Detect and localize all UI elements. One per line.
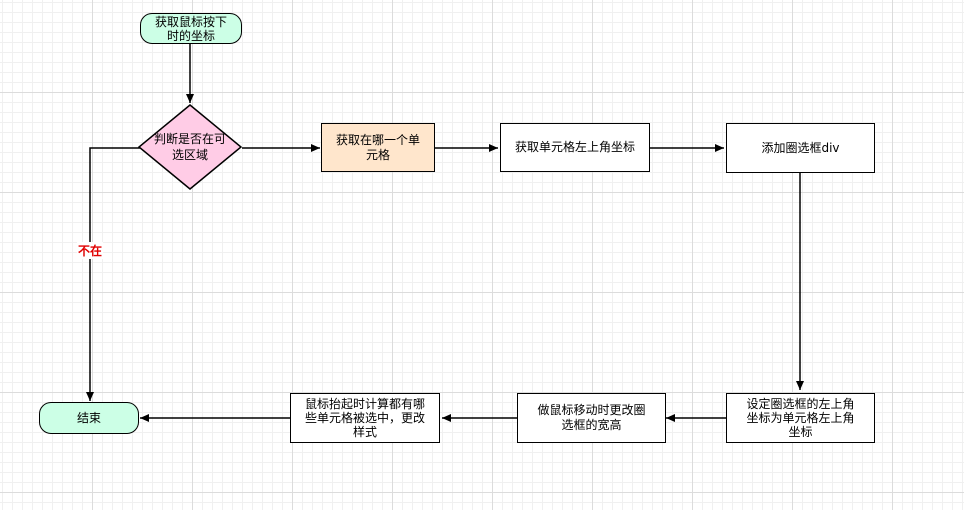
get-cell-node: 获取在哪一个单元格 <box>321 123 435 172</box>
decision-diamond-shape <box>138 104 242 190</box>
start-node: 获取鼠标按下时的坐标 <box>140 13 242 44</box>
edge-label-not-in: 不在 <box>77 242 104 259</box>
set-corner-node: 设定圈选框的左上角坐标为单元格左上角坐标 <box>726 393 875 443</box>
end-node: 结束 <box>39 402 139 434</box>
get-cell-corner-node: 获取单元格左上角坐标 <box>500 123 650 172</box>
decision-label: 判断是否在可选区域 <box>153 132 226 162</box>
edge-decision-not-in-to-end <box>86 147 140 401</box>
resize-node: 做鼠标移动时更改圈选框的宽高 <box>517 393 666 443</box>
add-div-node: 添加圈选框div <box>726 123 875 173</box>
compute-node: 鼠标抬起时计算都有哪些单元格被选中，更改样式 <box>290 393 440 443</box>
decision-node: 判断是否在可选区域 <box>138 104 242 190</box>
